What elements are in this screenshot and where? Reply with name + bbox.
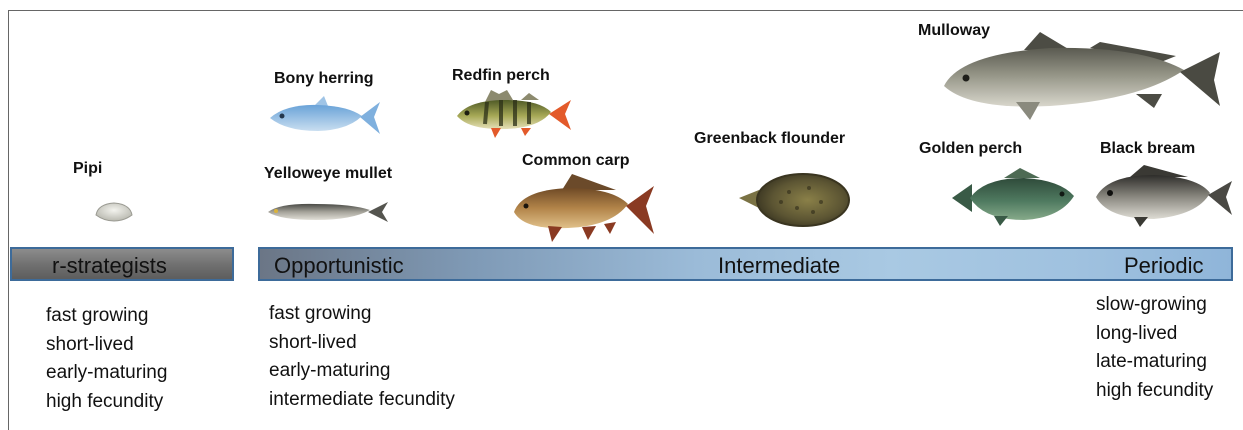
golden-perch-icon xyxy=(950,168,1080,228)
bony-herring-icon xyxy=(266,94,382,140)
trait-item: fast growing xyxy=(269,300,455,329)
label-greenback-flounder: Greenback flounder xyxy=(694,130,845,148)
label-redfin-perch: Redfin perch xyxy=(452,67,550,85)
trait-item: late-maturing xyxy=(1096,348,1213,377)
opportunistic-traits: fast growing short-lived early-maturing … xyxy=(269,300,455,414)
r-strategists-bar: r-strategists xyxy=(10,247,234,281)
mulloway-icon xyxy=(940,30,1222,122)
redfin-perch-icon xyxy=(455,88,575,140)
label-yelloweye-mullet: Yelloweye mullet xyxy=(264,165,392,183)
r-strategists-label: r-strategists xyxy=(52,253,167,279)
trait-item: early-maturing xyxy=(46,359,167,388)
trait-item: high fecundity xyxy=(1096,377,1213,406)
label-common-carp: Common carp xyxy=(522,152,630,170)
label-pipi: Pipi xyxy=(73,160,102,178)
periodic-label: Periodic xyxy=(1124,253,1203,279)
trait-item: early-maturing xyxy=(269,357,455,386)
trait-item: high fecundity xyxy=(46,388,167,417)
common-carp-icon xyxy=(512,172,656,244)
intermediate-label: Intermediate xyxy=(718,253,840,279)
yelloweye-mullet-icon xyxy=(266,198,390,226)
trait-item: fast growing xyxy=(46,302,167,331)
trait-item: slow-growing xyxy=(1096,291,1213,320)
life-history-continuum-bar: Opportunistic Intermediate Periodic xyxy=(258,247,1233,281)
trait-item: intermediate fecundity xyxy=(269,386,455,415)
opportunistic-label: Opportunistic xyxy=(274,253,404,279)
label-golden-perch: Golden perch xyxy=(919,140,1022,158)
trait-item: long-lived xyxy=(1096,320,1213,349)
black-bream-icon xyxy=(1094,165,1234,229)
trait-item: short-lived xyxy=(46,331,167,360)
r-strategists-traits: fast growing short-lived early-maturing … xyxy=(46,302,167,416)
pipi-shell-icon xyxy=(94,200,134,224)
trait-item: short-lived xyxy=(269,329,455,358)
periodic-traits: slow-growing long-lived late-maturing hi… xyxy=(1096,291,1213,405)
label-bony-herring: Bony herring xyxy=(274,70,374,88)
label-black-bream: Black bream xyxy=(1100,140,1195,158)
greenback-flounder-icon xyxy=(737,168,855,234)
